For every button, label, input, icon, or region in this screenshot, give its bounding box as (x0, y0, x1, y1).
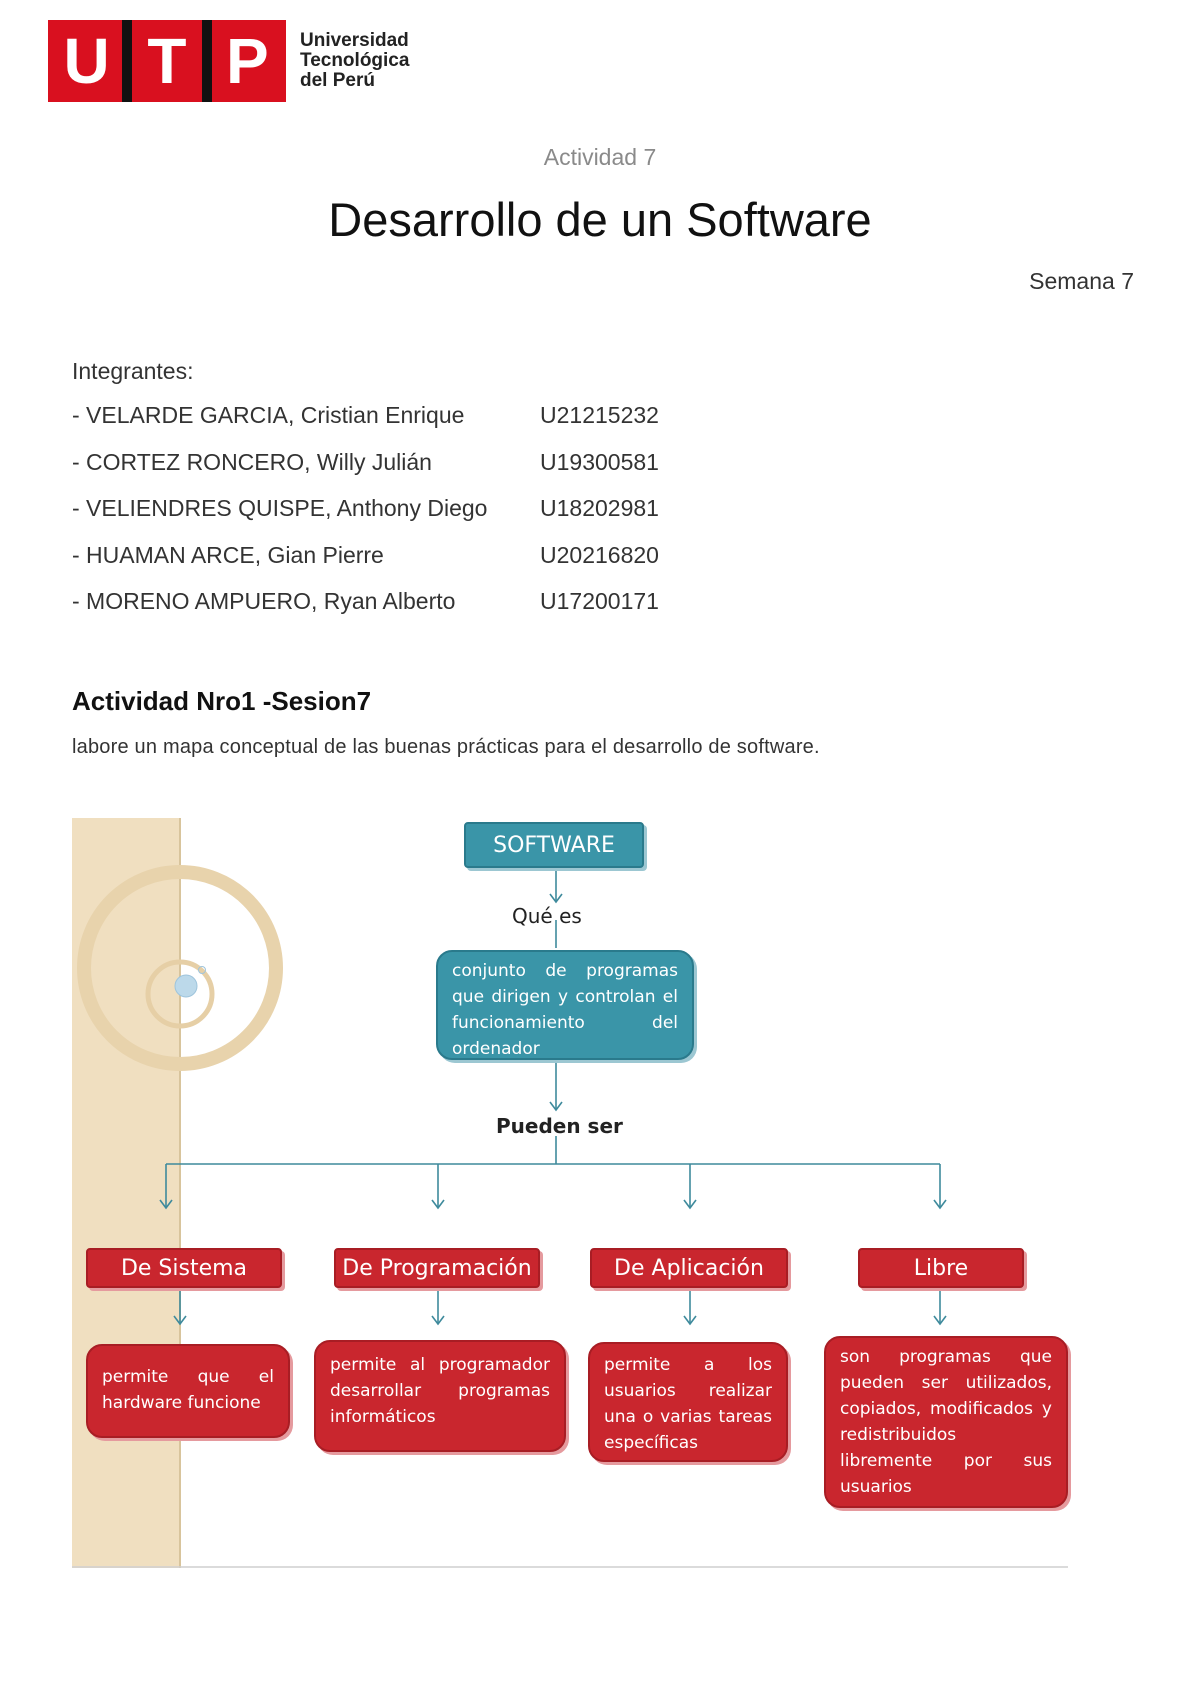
week-label: Semana 7 (1029, 268, 1134, 295)
logo-line: Universidad (300, 31, 409, 51)
logo-letter-p: P (217, 20, 277, 102)
type-node-sistema: De Sistema (86, 1248, 282, 1288)
section-description: labore un mapa conceptual de las buenas … (72, 736, 820, 759)
link-label-pueden-ser: Pueden ser (496, 1114, 623, 1138)
page-title: Desarrollo de un Software (0, 192, 1200, 247)
type-description-programacion: permite al programador desarrollar progr… (314, 1340, 566, 1452)
decorative-bubble (175, 975, 197, 997)
logo-line: del Perú (300, 71, 409, 91)
logo-separator (202, 20, 212, 102)
member-code: U21215232 (540, 402, 659, 449)
root-node: SOFTWARE (464, 822, 644, 868)
definition-node: conjunto de programas que dirigen y cont… (436, 950, 694, 1060)
member-name: - HUAMAN ARCE, Gian Pierre (72, 542, 540, 589)
members-list: Integrantes: - VELARDE GARCIA, Cristian … (72, 358, 659, 635)
logo-letter-t: T (137, 20, 197, 102)
logo-separator (122, 20, 132, 102)
logo-line: Tecnológica (300, 51, 409, 71)
type-description-aplicacion: permite a los usuarios realizar una o va… (588, 1342, 788, 1462)
logo-mark: U T P (48, 20, 286, 102)
member-name: - VELIENDRES QUISPE, Anthony Diego (72, 495, 540, 542)
type-node-libre: Libre (858, 1248, 1024, 1288)
type-description-libre: son programas que pueden ser utilizados,… (824, 1336, 1068, 1508)
member-name: - VELARDE GARCIA, Cristian Enrique (72, 402, 540, 449)
type-node-programacion: De Programación (334, 1248, 540, 1288)
type-node-aplicacion: De Aplicación (590, 1248, 788, 1288)
member-code: U18202981 (540, 495, 659, 542)
members-heading: Integrantes: (72, 358, 659, 385)
section-title: Actividad Nro1 -Sesion7 (72, 686, 371, 717)
member-row: - VELIENDRES QUISPE, Anthony Diego U1820… (72, 495, 659, 542)
member-code: U17200171 (540, 588, 659, 635)
member-code: U20216820 (540, 542, 659, 589)
utp-logo: U T P Universidad Tecnológica del Perú (48, 20, 409, 102)
activity-label: Actividad 7 (0, 144, 1200, 171)
member-row: - VELARDE GARCIA, Cristian Enrique U2121… (72, 402, 659, 449)
member-code: U19300581 (540, 449, 659, 496)
member-row: - MORENO AMPUERO, Ryan Alberto U17200171 (72, 588, 659, 635)
member-row: - CORTEZ RONCERO, Willy Julián U19300581 (72, 449, 659, 496)
logo-letter-u: U (57, 20, 117, 102)
type-description-sistema: permite que el hardware funcione (86, 1344, 290, 1438)
member-name: - CORTEZ RONCERO, Willy Julián (72, 449, 540, 496)
member-name: - MORENO AMPUERO, Ryan Alberto (72, 588, 540, 635)
member-row: - HUAMAN ARCE, Gian Pierre U20216820 (72, 542, 659, 589)
concept-map: SOFTWARE Qué es conjunto de programas qu… (72, 818, 1068, 1568)
logo-wordmark: Universidad Tecnológica del Perú (300, 31, 409, 91)
link-label-que-es: Qué es (512, 904, 582, 928)
